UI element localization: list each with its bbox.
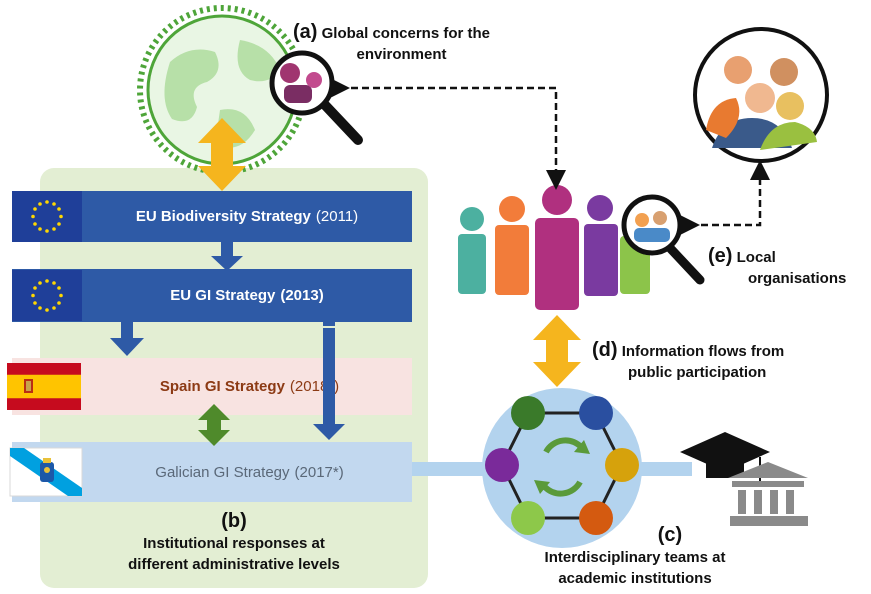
label-d-line2: public participation — [628, 364, 767, 381]
label-d-letter: (d) — [592, 339, 618, 361]
label-a: (a) Global concerns for the environment — [293, 22, 490, 65]
galician-gi-strategy-name: Galician GI Strategy — [155, 463, 290, 481]
double-arrow-yellow — [533, 315, 581, 387]
galician-gi-strategy-year: (2017*) — [294, 463, 344, 481]
people-group-icon — [458, 185, 650, 310]
label-a-line2: environment — [356, 46, 447, 63]
label-a-line1: Global concerns for the — [321, 25, 490, 42]
eu-gi-strategy-name: EU GI Strategy — [170, 287, 276, 304]
label-a-letter: (a) — [293, 21, 318, 43]
eu-flag-icon — [12, 270, 82, 321]
label-b-line1: Institutional responses at — [143, 535, 325, 552]
label-e-letter: (e) — [708, 245, 733, 267]
label-e: (e) Local organisations — [708, 246, 846, 289]
eu-biodiversity-strategy-name: EU Biodiversity Strategy — [135, 208, 311, 225]
eu-biodiversity-strategy-year: (2011) — [315, 208, 359, 225]
label-c: (c) Interdisciplinary teams at academic … — [520, 524, 750, 589]
dashed-arrows — [330, 78, 770, 235]
label-c-letter: (c) — [657, 524, 683, 546]
galicia-flag-icon — [9, 447, 83, 497]
connector-line — [412, 462, 502, 476]
magnifier-icon — [621, 194, 705, 285]
double-arrow-yellow — [198, 118, 246, 191]
label-b-letter: (b) — [221, 510, 247, 532]
label-d: (d) Information flows from public partic… — [592, 340, 784, 383]
local-organisations-icon — [693, 27, 829, 163]
spain-gi-strategy-name: Spain GI Strategy — [159, 378, 285, 395]
cycle-network-icon — [482, 388, 642, 548]
eu-gi-strategy-year: (2013) — [280, 287, 324, 304]
bank-icon — [728, 462, 808, 526]
label-c-line2: academic institutions — [558, 570, 712, 587]
label-b: (b) Institutional responses at different… — [40, 510, 428, 575]
label-e-line2: organisations — [748, 270, 847, 287]
label-d-line1: Information flows from — [621, 343, 785, 360]
double-arrow-green — [198, 404, 230, 446]
eu-flag-icon — [12, 191, 82, 242]
connector-line — [632, 462, 692, 476]
label-e-line1: Local — [736, 249, 776, 266]
down-arrows-blue — [110, 242, 345, 440]
spain-flag-icon — [7, 363, 81, 410]
label-b-line2: different administrative levels — [128, 556, 340, 573]
label-c-line1: Interdisciplinary teams at — [544, 549, 726, 566]
